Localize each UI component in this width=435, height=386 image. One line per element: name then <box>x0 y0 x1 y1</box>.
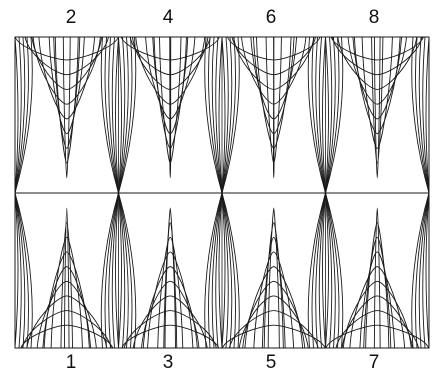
grain-side-contour <box>105 37 119 193</box>
grain-contour <box>268 208 279 348</box>
grain-contour <box>170 37 171 178</box>
panel-label-7: 7 <box>354 353 394 373</box>
grain-side-contour <box>119 37 133 193</box>
grain-contour <box>164 223 177 348</box>
grain-contour <box>55 37 78 163</box>
grain-side-contour <box>312 193 326 348</box>
grain-contour <box>158 237 183 348</box>
grain-contour <box>342 296 412 348</box>
panel-label-1: 1 <box>51 353 91 373</box>
grain-side-contour <box>312 37 326 193</box>
grain-contour <box>372 37 383 163</box>
grain-contour <box>362 37 392 148</box>
grain-contour <box>142 281 199 348</box>
panel-label-8: 8 <box>354 8 394 28</box>
grain-contour <box>348 37 407 104</box>
grain-contour <box>33 37 100 104</box>
grain-contour <box>229 311 318 348</box>
panel-label-5: 5 <box>251 353 291 373</box>
grain-contour <box>350 267 405 348</box>
grain-contour <box>39 37 95 119</box>
grain-contour <box>22 311 111 348</box>
grain-contour <box>273 37 274 178</box>
grain-contour <box>343 281 411 348</box>
panel-label-4: 4 <box>148 8 188 28</box>
grain-side-contour <box>326 193 340 348</box>
grain-side-contour <box>209 37 223 193</box>
grain-contour <box>27 296 107 348</box>
grain-side-contour <box>416 193 430 348</box>
grain-contour <box>37 281 96 348</box>
grain-side-contour <box>119 193 133 348</box>
grain-side-contour <box>105 193 119 348</box>
grain-side-contour <box>326 37 340 193</box>
grain-side-contour <box>15 193 29 348</box>
panel-label-3: 3 <box>148 353 188 373</box>
grain-contour <box>63 37 70 178</box>
grain-contour <box>133 296 207 348</box>
grain-contour <box>336 311 419 348</box>
grain-contour <box>366 223 389 348</box>
grain-side-contour <box>209 193 223 348</box>
grain-contour <box>262 237 285 348</box>
grain-contour <box>374 37 380 178</box>
grain-side-contour <box>416 37 430 193</box>
panel-label-6: 6 <box>251 8 291 28</box>
grain-contour <box>61 223 73 348</box>
grain-side-contour <box>15 37 29 193</box>
grain-contour <box>243 281 305 348</box>
grain-contour <box>338 37 417 89</box>
grain-side-contour <box>222 193 236 348</box>
grain-contour <box>124 311 216 348</box>
grain-contour <box>43 267 91 348</box>
panel-label-2: 2 <box>51 8 91 28</box>
grain-contour <box>222 325 325 348</box>
grain-side-contour <box>222 37 236 193</box>
grain-contour <box>165 208 175 348</box>
grain-contour <box>332 37 422 75</box>
